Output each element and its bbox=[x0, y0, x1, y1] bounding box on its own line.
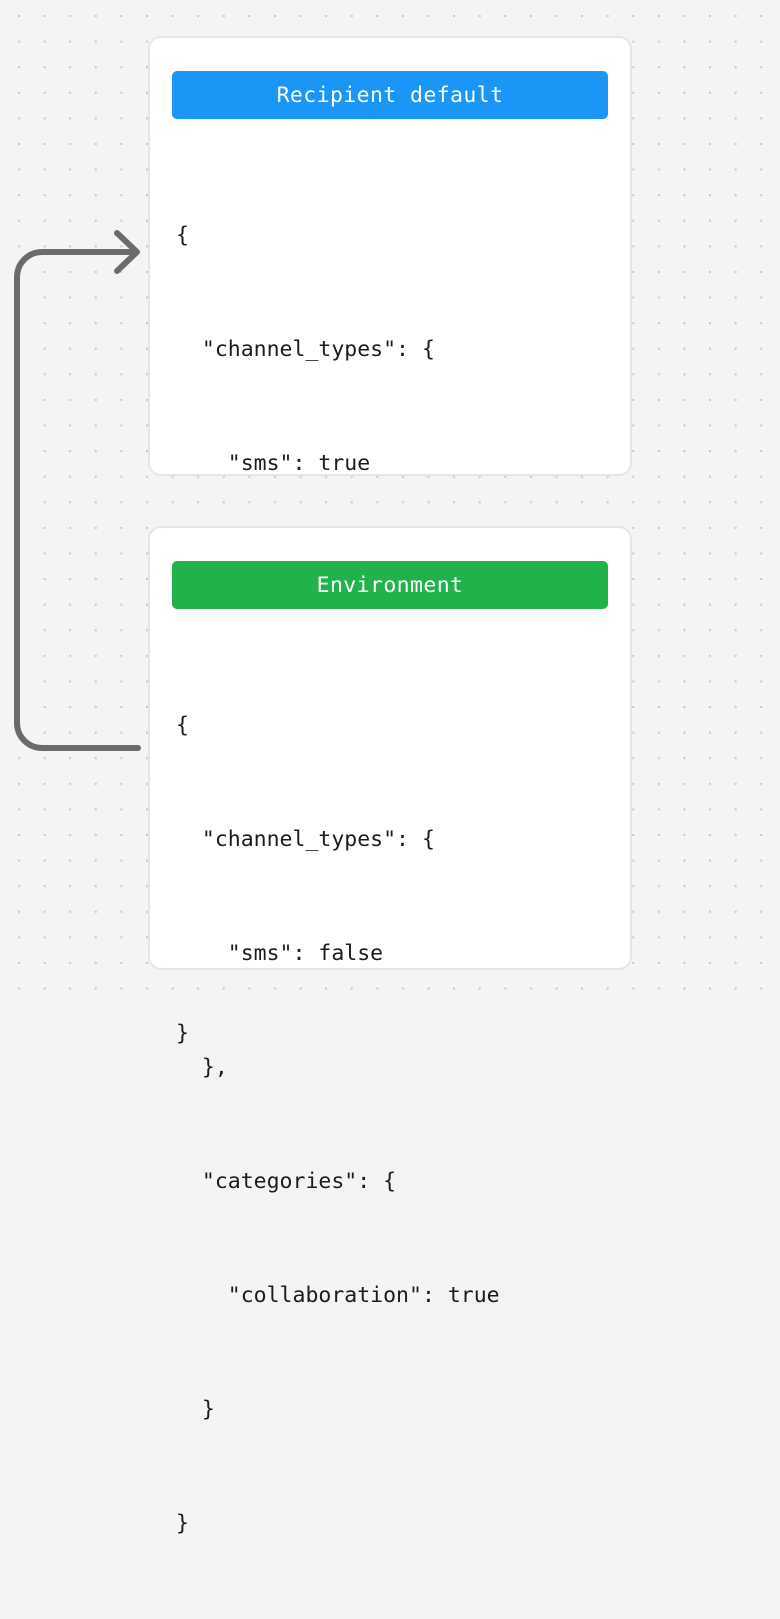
json-line: { bbox=[176, 223, 189, 248]
card-header-recipient-default: Recipient default bbox=[172, 71, 608, 119]
json-line: } bbox=[176, 1397, 215, 1422]
json-line: }, bbox=[176, 1055, 228, 1080]
card-header-label: Recipient default bbox=[276, 82, 504, 108]
json-line: { bbox=[176, 713, 189, 738]
json-line: } bbox=[176, 1511, 189, 1536]
card-recipient-default[interactable]: Recipient default { "channel_types": { "… bbox=[148, 36, 632, 1046]
json-line: "sms": false bbox=[176, 941, 384, 966]
json-line: "collaboration": true bbox=[176, 1283, 500, 1308]
card-header-environment: Environment bbox=[172, 561, 608, 609]
json-line: "categories": { bbox=[176, 1169, 397, 1194]
json-line: "sms": true bbox=[176, 451, 371, 476]
json-line: "channel_types": { bbox=[176, 337, 435, 362]
card-header-label: Environment bbox=[316, 572, 464, 598]
json-preview-environment: { "channel_types": { "sms": false }, "ca… bbox=[176, 631, 620, 1619]
json-line: "channel_types": { bbox=[176, 827, 435, 852]
card-environment[interactable]: Environment { "channel_types": { "sms": … bbox=[148, 526, 632, 1536]
